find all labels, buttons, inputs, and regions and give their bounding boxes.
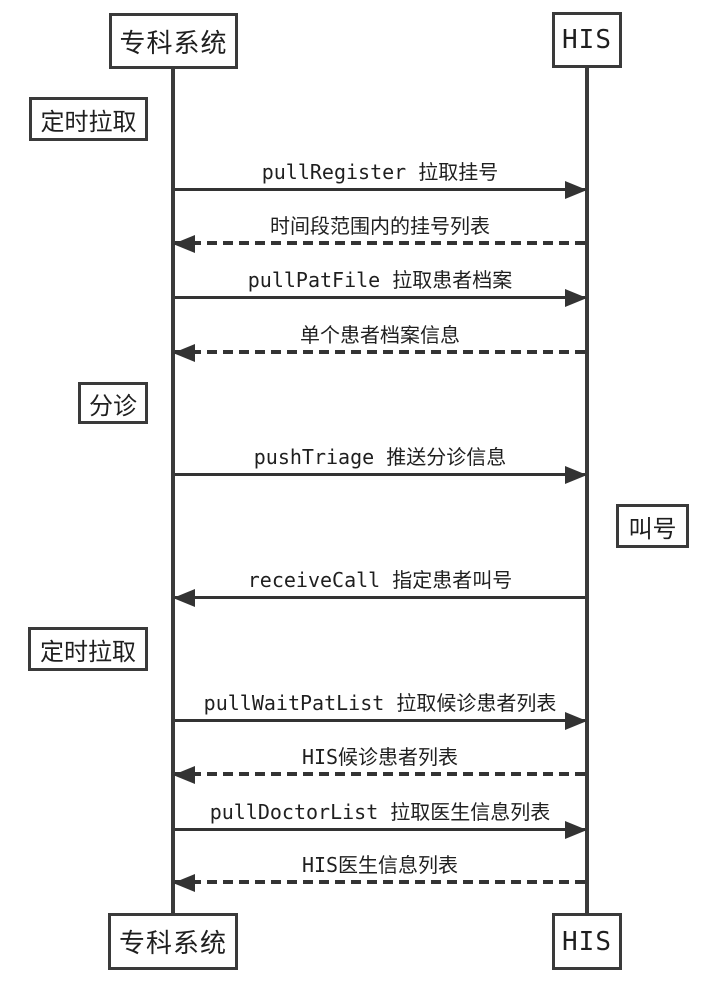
message-label: receiveCall 指定患者叫号 <box>247 568 513 592</box>
actor-his-top: HIS <box>552 12 622 68</box>
actor-label: 专科系统 <box>118 929 227 959</box>
message-push-triage: pushTriage 推送分诊信息 <box>175 443 587 484</box>
phase-label-text: 定时拉取 <box>40 107 137 136</box>
actor-specialty-system-bottom: 专科系统 <box>108 913 238 970</box>
message-label: pullPatFile 拉取患者档案 <box>247 268 513 292</box>
arrowhead-left-icon <box>173 589 195 607</box>
message-line <box>175 188 585 191</box>
message-wait-pat-list-response: HIS候诊患者列表 <box>173 743 585 784</box>
message-label: HIS候诊患者列表 <box>301 745 459 769</box>
arrowhead-right-icon <box>565 289 587 307</box>
arrowhead-left-icon <box>173 344 195 362</box>
arrowhead-left-icon <box>173 874 195 892</box>
phase-label-scheduled-pull-2: 定时拉取 <box>28 627 148 671</box>
message-line <box>175 296 585 299</box>
arrowhead-left-icon <box>173 766 195 784</box>
phase-label-text: 定时拉取 <box>40 637 136 666</box>
message-label: pullWaitPatList 拉取候诊患者列表 <box>203 691 557 715</box>
phase-label-scheduled-pull-1: 定时拉取 <box>29 97 148 141</box>
actor-label: HIS <box>562 25 612 55</box>
message-line <box>175 828 585 831</box>
message-pull-doctor-list: pullDoctorList 拉取医生信息列表 <box>175 798 587 839</box>
phase-label-triage: 分诊 <box>78 382 148 424</box>
arrowhead-right-icon <box>565 821 587 839</box>
arrowhead-right-icon <box>565 181 587 199</box>
message-doctor-list-response: HIS医生信息列表 <box>173 851 585 892</box>
message-register-list-response: 时间段范围内的挂号列表 <box>173 212 585 253</box>
phase-label-text: 分诊 <box>89 391 137 420</box>
arrowhead-right-icon <box>565 712 587 730</box>
actor-specialty-system-top: 专科系统 <box>109 13 238 69</box>
message-label: 时间段范围内的挂号列表 <box>270 214 490 238</box>
message-label: HIS医生信息列表 <box>301 853 459 877</box>
message-line <box>175 719 585 722</box>
message-pull-pat-file: pullPatFile 拉取患者档案 <box>175 266 587 307</box>
message-label: 单个患者档案信息 <box>300 323 460 347</box>
lifeline-his <box>585 67 589 913</box>
phase-label-call-number: 叫号 <box>616 504 689 548</box>
actor-label: 专科系统 <box>119 28 228 59</box>
message-label: pushTriage 推送分诊信息 <box>253 445 507 469</box>
message-line <box>175 241 585 245</box>
message-line <box>175 880 585 884</box>
message-pat-file-response: 单个患者档案信息 <box>173 321 585 362</box>
message-line <box>175 596 585 599</box>
arrowhead-left-icon <box>173 235 195 253</box>
message-label: pullDoctorList 拉取医生信息列表 <box>209 800 551 824</box>
arrowhead-right-icon <box>565 466 587 484</box>
message-line <box>175 473 585 476</box>
actor-his-bottom: HIS <box>552 913 622 970</box>
message-line <box>175 772 585 776</box>
phase-label-text: 叫号 <box>628 514 677 543</box>
message-pull-register: pullRegister 拉取挂号 <box>175 158 587 199</box>
message-pull-wait-pat-list: pullWaitPatList 拉取候诊患者列表 <box>175 689 587 730</box>
message-receive-call: receiveCall 指定患者叫号 <box>173 566 585 607</box>
message-label: pullRegister 拉取挂号 <box>261 160 499 184</box>
message-line <box>175 350 585 354</box>
lifeline-specialty-system <box>171 68 175 913</box>
actor-label: HIS <box>562 926 612 957</box>
